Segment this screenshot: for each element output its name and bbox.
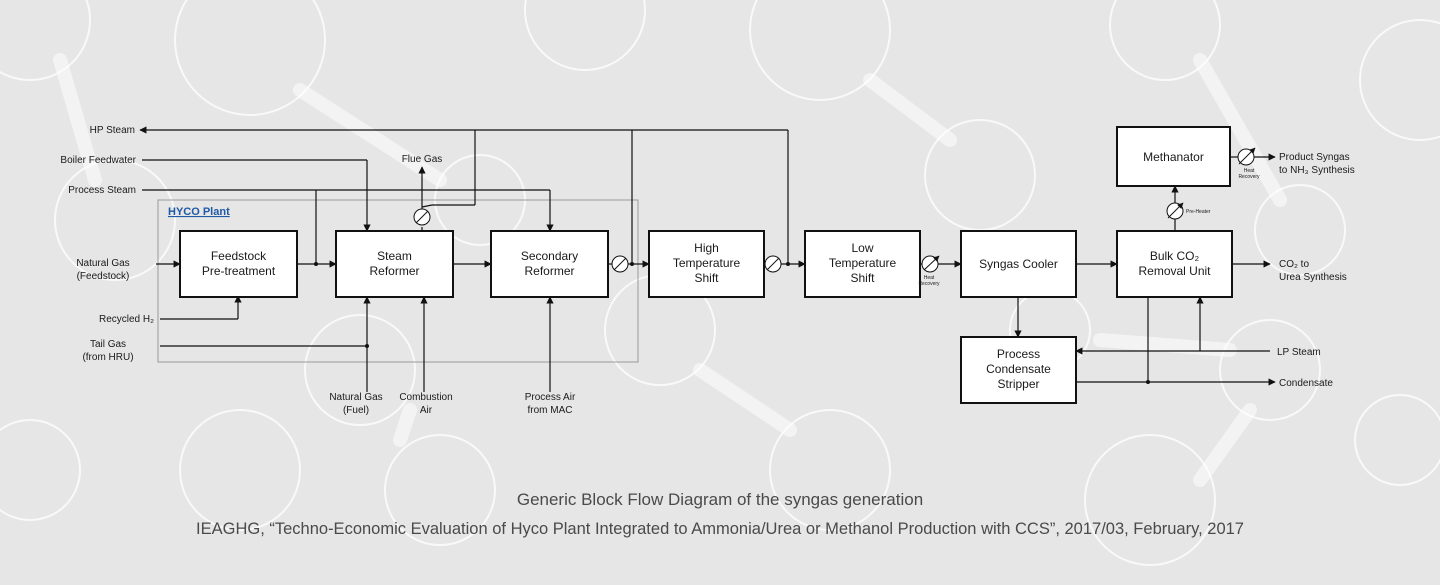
junctions xyxy=(314,262,1150,384)
svg-text:Temperature: Temperature xyxy=(829,256,897,270)
svg-text:Removal Unit: Removal Unit xyxy=(1138,264,1211,278)
block-process-condensate-stripper: Process Condensate Stripper xyxy=(960,336,1077,404)
svg-text:from MAC: from MAC xyxy=(528,405,573,416)
block-methanator: Methanator xyxy=(1116,126,1231,187)
background-pattern xyxy=(0,0,1440,566)
svg-text:Air: Air xyxy=(420,405,433,416)
label-pre-heater: Pre-Heater xyxy=(1186,209,1211,215)
label-lp-steam: LP Steam xyxy=(1277,347,1321,358)
svg-text:(Feedstock): (Feedstock) xyxy=(77,271,130,282)
label-recycled-h2: Recycled H₂ xyxy=(99,314,154,325)
svg-text:(Fuel): (Fuel) xyxy=(343,405,369,416)
svg-text:Steam: Steam xyxy=(377,249,412,263)
stream-labels: HP Steam Boiler Feedwater Process Steam … xyxy=(60,125,1354,416)
svg-text:Recovery: Recovery xyxy=(1238,174,1260,180)
svg-text:Shift: Shift xyxy=(694,271,719,285)
heat-exchanger-icon xyxy=(413,208,431,226)
block-low-temperature-shift: Low Temperature Shift xyxy=(804,230,921,298)
svg-text:Reformer: Reformer xyxy=(524,264,574,278)
diagram-caption: Generic Block Flow Diagram of the syngas… xyxy=(516,490,924,509)
diagram-source: IEAGHG, “Techno-Economic Evaluation of H… xyxy=(196,520,1244,538)
heat-exchanger-icon xyxy=(1237,147,1256,166)
block-feedstock-pretreatment: Feedstock Pre-treatment xyxy=(179,230,298,298)
block-secondary-reformer: Secondary Reformer xyxy=(490,230,609,298)
svg-text:Secondary: Secondary xyxy=(521,249,578,263)
svg-text:Recovery: Recovery xyxy=(918,281,940,287)
label-process-air: Process Air xyxy=(525,392,576,403)
svg-text:Feedstock: Feedstock xyxy=(211,249,267,263)
hyco-plant-label: HYCO Plant xyxy=(168,206,230,218)
svg-text:Pre-treatment: Pre-treatment xyxy=(202,264,276,278)
svg-text:Shift: Shift xyxy=(850,271,875,285)
label-boiler-feedwater: Boiler Feedwater xyxy=(60,155,136,166)
label-process-steam: Process Steam xyxy=(68,185,136,196)
heat-exchanger-icon xyxy=(764,255,782,273)
label-tail-gas: Tail Gas xyxy=(90,339,126,350)
svg-text:to NH₃ Synthesis: to NH₃ Synthesis xyxy=(1279,165,1355,176)
label-natural-gas-fuel: Natural Gas xyxy=(329,392,382,403)
block-steam-reformer: Steam Reformer xyxy=(335,230,454,298)
label-combustion-air: Combustion xyxy=(399,392,452,403)
label-product-syngas: Product Syngas xyxy=(1279,152,1350,163)
label-condensate: Condensate xyxy=(1279,378,1333,389)
svg-text:Stripper: Stripper xyxy=(997,377,1039,391)
svg-text:High: High xyxy=(694,241,719,255)
label-natural-gas-feed: Natural Gas xyxy=(76,258,129,269)
heat-exchanger-icon xyxy=(611,255,629,273)
block-syngas-cooler: Syngas Cooler xyxy=(960,230,1077,298)
svg-text:Bulk CO₂: Bulk CO₂ xyxy=(1150,249,1200,263)
svg-text:Process: Process xyxy=(997,347,1040,361)
svg-text:Temperature: Temperature xyxy=(673,256,741,270)
flow-lines xyxy=(139,126,1276,392)
label-flue-gas: Flue Gas xyxy=(402,154,443,165)
label-hp-steam: HP Steam xyxy=(90,125,135,136)
svg-text:(from HRU): (from HRU) xyxy=(82,352,133,363)
svg-text:Low: Low xyxy=(851,241,873,255)
block-high-temperature-shift: High Temperature Shift xyxy=(648,230,765,298)
svg-text:Urea Synthesis: Urea Synthesis xyxy=(1279,272,1347,283)
heat-exchangers xyxy=(413,147,1256,273)
label-co2-urea: CO₂ to xyxy=(1279,259,1309,270)
heat-exchanger-icon xyxy=(921,255,940,273)
svg-text:Reformer: Reformer xyxy=(369,264,419,278)
label-heat-recovery-lts: Heat xyxy=(924,275,935,281)
block-bulk-co2-removal: Bulk CO₂ Removal Unit xyxy=(1116,230,1233,298)
heat-exchanger-icon xyxy=(1166,202,1184,220)
svg-text:Syngas Cooler: Syngas Cooler xyxy=(979,257,1058,271)
svg-text:Methanator: Methanator xyxy=(1143,150,1204,164)
hyco-plant-boundary xyxy=(157,199,639,363)
svg-text:Condensate: Condensate xyxy=(986,362,1051,376)
label-heat-recovery-methanator: Heat xyxy=(1244,168,1255,174)
